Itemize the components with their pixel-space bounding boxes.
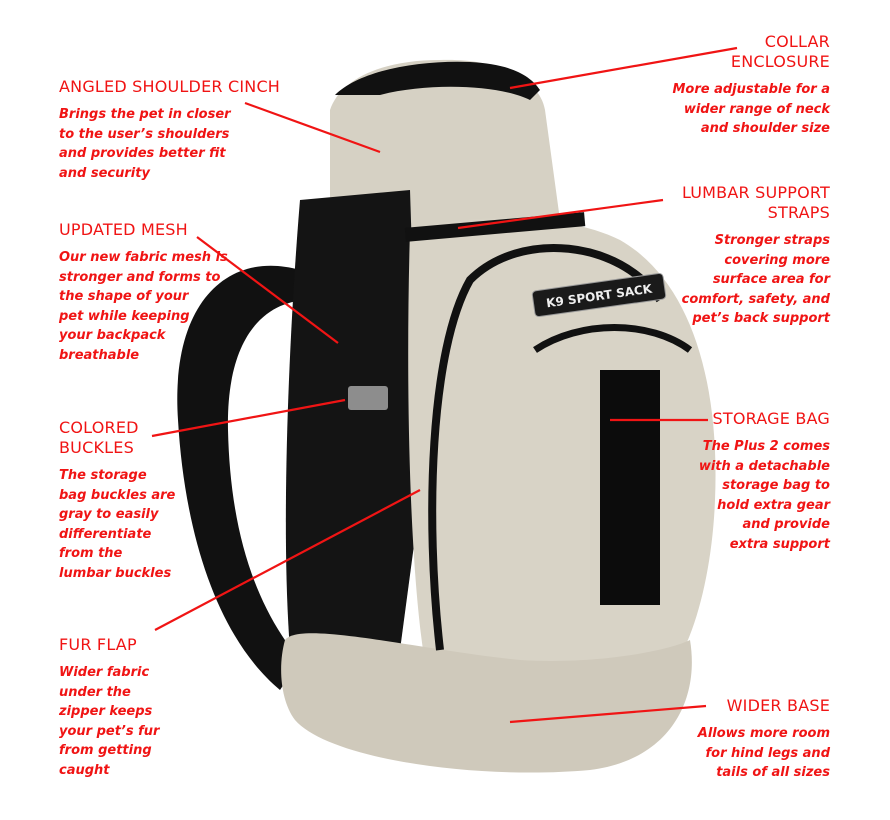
text-line: from getting — [59, 743, 152, 759]
leader-lines — [151, 46, 738, 724]
text-line: Our new fabric mesh is — [59, 250, 228, 265]
text-line: lumbar buckles — [59, 565, 172, 581]
callout-description: Stronger straps covering more surface area… — [682, 231, 830, 329]
text-line: stronger and forms to — [59, 269, 221, 285]
text-line: ENCLOSURE — [730, 52, 830, 71]
text-line: the shape of your — [59, 289, 189, 305]
callout-description: Allows more room for hind legs and tails o… — [698, 724, 830, 783]
storage-bag-strip — [600, 370, 660, 605]
pocket-zipper — [533, 324, 693, 353]
text-line: Allows more room — [697, 726, 830, 741]
text-line: your pet’s fur — [59, 723, 160, 739]
text-line: under the — [59, 684, 131, 700]
leader-line-buckles — [151, 398, 346, 438]
callout-title: UPDATED MESH — [59, 220, 188, 239]
text-line: for hind legs and — [705, 745, 831, 761]
callout-description: The storage bag buckles are gray to easily… — [59, 466, 175, 584]
text-line: comfort, safety, and — [681, 291, 830, 307]
text-line: breathable — [59, 347, 140, 363]
buckle-icon — [348, 386, 388, 410]
text-line: bag buckles are — [59, 487, 176, 503]
text-line: differentiate — [59, 526, 152, 542]
text-line: and provides better fit — [59, 146, 226, 162]
text-line: STRAPS — [767, 203, 830, 222]
text-line: LUMBAR SUPPORT — [681, 183, 830, 202]
text-line: pet’s back support — [692, 311, 830, 327]
callout-storage: STORAGE BAG The Plus 2 comes with a detac… — [699, 409, 830, 555]
callout-description: Our new fabric mesh is stronger and forms… — [59, 248, 228, 366]
text-line: and shoulder size — [700, 121, 830, 137]
shoulder-strap — [177, 265, 310, 690]
callout-description: More adjustable for a wider range of neck… — [672, 80, 830, 139]
leader-line-fur-flap — [154, 489, 421, 631]
text-line: your backpack — [59, 328, 166, 344]
text-line: BUCKLES — [59, 438, 134, 457]
text-line: Brings the pet in closer — [59, 107, 231, 122]
callout-title: WIDER BASE — [726, 696, 830, 715]
mesh-panel — [285, 190, 420, 650]
text-line: zipper keeps — [59, 704, 153, 720]
callout-description: Brings the pet in closer to the user’s sh… — [59, 105, 280, 183]
text-line: extra support — [729, 536, 830, 552]
leader-line-collar — [509, 46, 738, 90]
backpack-base — [281, 633, 692, 773]
text-line: to the user’s shoulders — [59, 126, 230, 142]
leader-line-lumbar — [457, 198, 664, 230]
callout-title: ANGLED SHOULDER CINCH — [59, 77, 281, 96]
text-line: tails of all sizes — [716, 765, 830, 781]
callout-description: Wider fabric under the zipper keeps your pe… — [59, 663, 159, 781]
callout-fur-flap: FUR FLAP Wider fabric under the zipper kee… — [59, 635, 159, 781]
text-line: Wider fabric — [59, 665, 150, 680]
leader-line-base — [509, 704, 707, 724]
text-line: covering more — [724, 252, 830, 268]
callout-base: WIDER BASE Allows more room for hind legs… — [698, 696, 830, 783]
text-line: The Plus 2 comes — [702, 439, 830, 454]
text-line: More adjustable for a — [672, 82, 830, 97]
text-line: from the — [59, 546, 123, 562]
text-line: wider range of neck — [683, 101, 830, 117]
leader-line-shoulder-cinch — [244, 101, 381, 154]
callout-title: STORAGE BAG — [712, 409, 830, 428]
text-line: gray to easily — [59, 507, 159, 523]
text-line: COLORED — [59, 418, 139, 437]
text-line: storage bag to — [722, 478, 830, 494]
text-line: with a detachable — [698, 458, 830, 474]
text-line: hold extra gear — [717, 497, 830, 513]
callout-mesh: UPDATED MESH Our new fabric mesh is stron… — [59, 220, 228, 366]
text-line: COLLAR — [764, 32, 830, 51]
text-line: and security — [59, 165, 150, 181]
callout-shoulder-cinch: ANGLED SHOULDER CINCH Brings the pet in … — [59, 77, 280, 183]
leader-line-mesh — [196, 236, 339, 344]
collar-rim — [335, 61, 540, 100]
brand-logo-patch — [531, 272, 667, 318]
text-line: surface area for — [712, 272, 830, 288]
lumbar-strap — [404, 212, 586, 242]
text-line: The storage — [59, 468, 147, 483]
storage-zipper — [428, 243, 664, 651]
text-line: caught — [59, 762, 110, 778]
text-line: pet while keeping — [59, 308, 190, 324]
text-line: Stronger straps — [714, 233, 830, 248]
callout-title: FUR FLAP — [59, 635, 137, 654]
text-line: and provide — [742, 517, 830, 533]
callout-description: The Plus 2 comes with a detachable storage… — [699, 437, 830, 555]
